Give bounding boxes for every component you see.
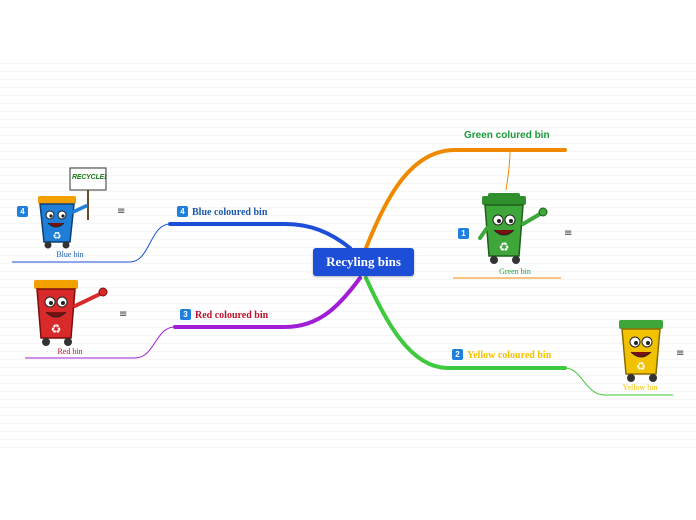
priority-badge-icon: 2 [452,349,463,360]
notes-icon[interactable]: ≡ [119,309,128,320]
topic-label: Red coloured bin [195,310,269,321]
sub-connector-red [25,326,176,359]
notes-icon[interactable]: ≡ [117,206,126,217]
image-badge-blue: 4 [17,206,32,218]
priority-badge-icon: 1 [458,228,469,239]
sub-connector-green [505,149,511,191]
central-topic-label: Recyling bins [326,254,401,269]
svg-text:♻: ♻ [53,231,62,242]
bin-caption: Green bin [499,267,531,276]
topic-blue-bin[interactable]: 4 Blue coloured bin [177,206,267,218]
bin-sign-text: RECYCLE! [72,174,107,181]
svg-text:♻: ♻ [51,322,62,336]
topic-label: Blue coloured bin [192,207,268,218]
sub-connector-yellow [564,367,673,396]
sub-connector-blue [12,223,171,263]
svg-text:♻: ♻ [499,240,510,254]
notes-icon[interactable]: ≡ [676,348,685,359]
topic-yellow-bin[interactable]: 2 Yellow coloured bin [452,349,551,361]
branch-connector-red [173,276,362,329]
topic-red-bin[interactable]: 3 Red coloured bin [180,309,268,321]
topic-label: Yellow coloured bin [467,350,552,361]
topic-label: Green colured bin [464,130,550,141]
bin-caption: Blue bin [56,250,84,259]
priority-badge-icon: 3 [180,309,191,320]
svg-text:♻: ♻ [636,360,646,373]
topic-green-bin[interactable]: Green colured bin [464,130,550,141]
recycle-bin-icon: ♻ [619,320,663,382]
image-badge-green: 1 [458,228,473,240]
priority-badge-icon: 4 [177,206,188,217]
branch-connector-blue [168,222,352,250]
recycle-bin-icon: ♻ [478,193,548,264]
bin-caption: Yellow bin [622,383,658,392]
branch-connector-green [364,148,567,250]
bin-caption: Red bin [57,347,83,356]
recycle-bin-icon: ♻ [38,167,107,249]
notes-icon[interactable]: ≡ [564,228,573,239]
branch-connector-yellow [364,276,567,370]
recycle-bin-icon: ♻ [34,280,108,346]
central-topic[interactable]: Recyling bins [313,248,414,276]
priority-badge-icon: 4 [17,206,28,217]
